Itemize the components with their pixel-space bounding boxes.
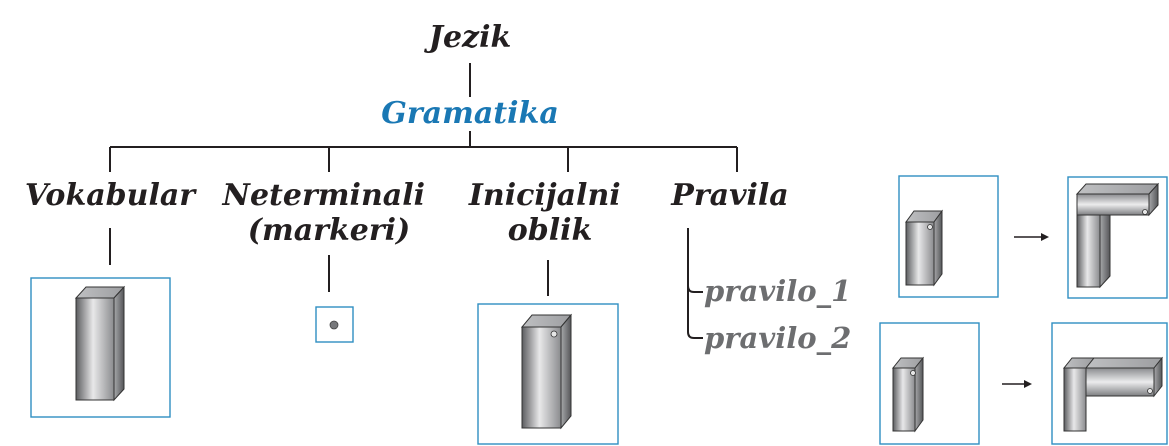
rule-label-2: pravilo_2 bbox=[704, 321, 851, 355]
node-label-neterminali-line1: Neterminali bbox=[222, 178, 425, 213]
initial-shape-box bbox=[477, 303, 619, 445]
node-label-pravila: Pravila bbox=[670, 178, 788, 213]
marker-dot-icon bbox=[329, 320, 339, 330]
vocabulary-block-box bbox=[30, 277, 171, 418]
vertical-block-with-marker-icon bbox=[891, 356, 925, 433]
l-shape-side-bar-icon bbox=[1062, 356, 1164, 432]
rule1-right-box bbox=[1067, 176, 1168, 299]
grammar-label: Gramatika bbox=[381, 96, 559, 131]
root-label: Jezik bbox=[424, 20, 512, 55]
node-label-neterminali-line2: (markeri) bbox=[248, 213, 410, 248]
rule2-arrow-icon bbox=[1002, 380, 1032, 388]
node-label-inicijalni: Inicijalni oblik bbox=[468, 178, 631, 248]
rule1-arrow-icon bbox=[1014, 233, 1049, 241]
vertical-block-with-marker-icon bbox=[905, 209, 943, 287]
rule-label-1: pravilo_1 bbox=[704, 274, 851, 308]
rule2-left-box bbox=[879, 322, 980, 445]
rules-bracket bbox=[687, 228, 703, 339]
vertical-block-icon bbox=[74, 285, 126, 402]
node-label-inicijalni-line2: oblik bbox=[508, 213, 593, 248]
rule2-right-box bbox=[1051, 322, 1168, 445]
rule1-left-box bbox=[898, 175, 999, 298]
l-shape-top-bar-icon bbox=[1075, 182, 1160, 289]
vertical-block-with-marker-icon bbox=[520, 313, 573, 430]
marker-box bbox=[315, 306, 354, 343]
node-label-neterminali: Neterminali (markeri) bbox=[222, 178, 436, 248]
node-label-inicijalni-line1: Inicijalni bbox=[468, 178, 621, 213]
node-label-vokabular: Vokabular bbox=[25, 178, 197, 213]
